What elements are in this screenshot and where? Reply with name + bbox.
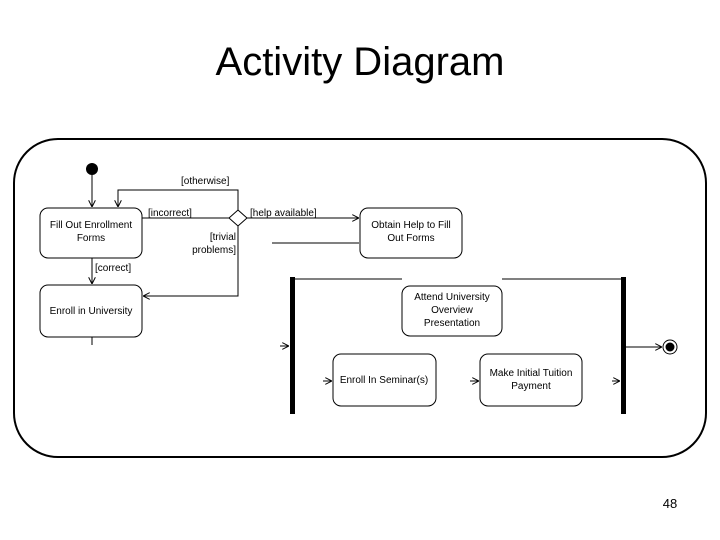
decision-node bbox=[228, 209, 248, 227]
guard-trivial-line: [trivial bbox=[210, 232, 236, 243]
initial-node bbox=[86, 163, 98, 175]
guard-trivial-line: problems] bbox=[192, 245, 236, 256]
fork-bar bbox=[290, 277, 295, 414]
activity-label-line: Make Initial Tuition bbox=[490, 368, 573, 379]
final-node bbox=[662, 339, 678, 355]
activity-enroll-in-seminars: Enroll In Seminar(s) bbox=[332, 353, 437, 407]
diagram-frame bbox=[13, 138, 707, 458]
activity-attend-presentation: Attend University Overview Presentation bbox=[401, 285, 503, 337]
activity-label-line: Payment bbox=[511, 381, 551, 392]
edge-otherwise-loop bbox=[118, 189, 239, 210]
guard-otherwise: [otherwise] bbox=[181, 176, 230, 187]
activity-label-line: Enroll In Seminar(s) bbox=[340, 375, 428, 386]
activity-obtain-help: Obtain Help to Fill Out Forms bbox=[359, 207, 463, 259]
activity-label-line: Attend University bbox=[414, 292, 490, 303]
activity-label-line: Overview bbox=[431, 305, 473, 316]
activity-label-line: Presentation bbox=[424, 318, 480, 329]
join-bar bbox=[621, 277, 626, 414]
page-number: 48 bbox=[662, 496, 678, 511]
activity-label-line: Forms bbox=[77, 233, 105, 244]
activity-label-line: Out Forms bbox=[387, 233, 434, 244]
slide-title: Activity Diagram bbox=[215, 40, 505, 84]
edge-trivial-problems bbox=[143, 226, 239, 296]
activity-make-payment: Make Initial Tuition Payment bbox=[479, 353, 583, 407]
activity-label-line: Obtain Help to Fill bbox=[371, 220, 450, 231]
activity-enroll-in-university: Enroll in University bbox=[39, 284, 143, 338]
guard-incorrect: [incorrect] bbox=[148, 208, 192, 219]
guard-help-available: [help available] bbox=[250, 208, 317, 219]
activity-label-line: Enroll in University bbox=[50, 306, 133, 317]
guard-correct: [correct] bbox=[95, 263, 131, 274]
activity-fill-out-forms: Fill Out Enrollment Forms bbox=[39, 207, 143, 259]
activity-label-line: Fill Out Enrollment bbox=[50, 220, 132, 231]
